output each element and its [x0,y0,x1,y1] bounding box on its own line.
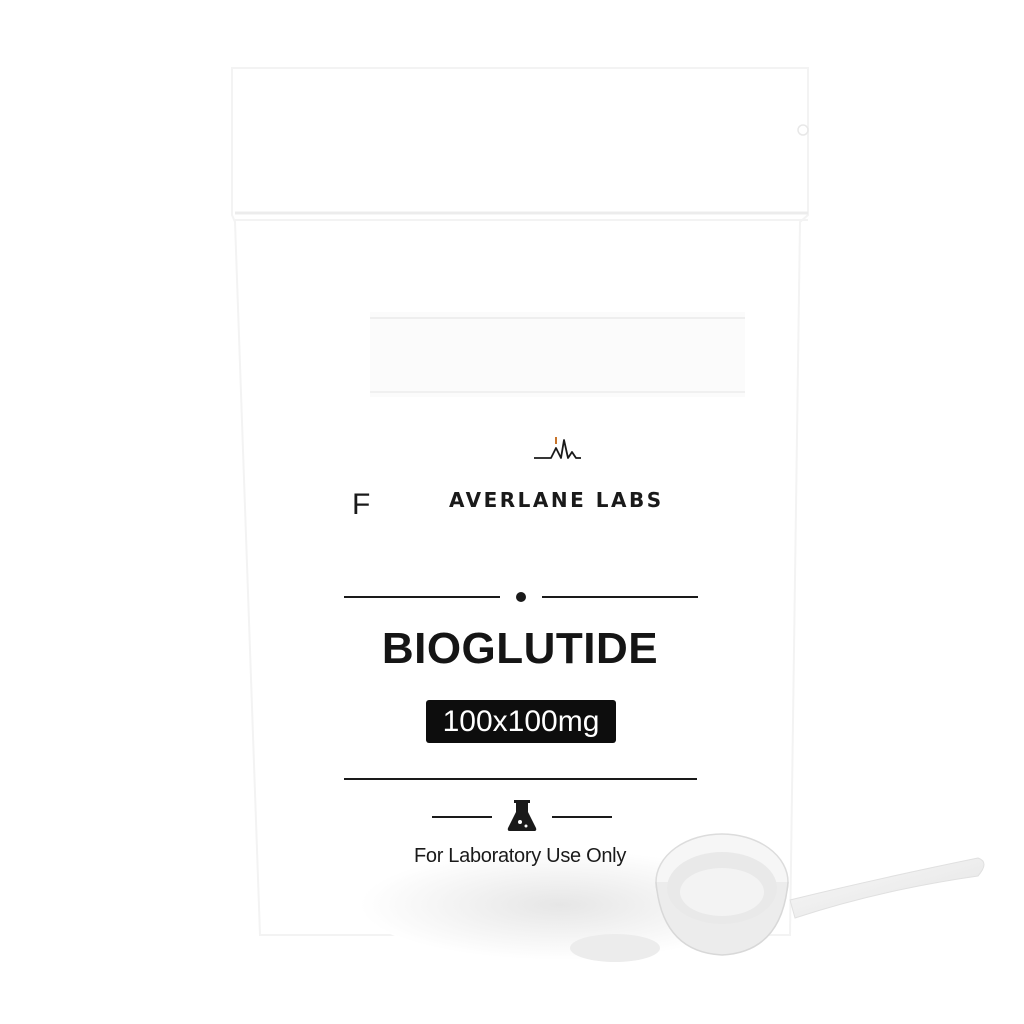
divider-with-dot [344,592,698,602]
pulse-waveform-icon [534,437,581,459]
pouch-outline [231,67,809,936]
product-name: BIOGLUTIDE [381,624,659,673]
brand-name: AVERLANE LABS [449,488,664,512]
flask-icon [507,800,537,831]
hang-hole [797,124,809,136]
scoop [655,833,985,956]
partial-letter: F [352,488,371,521]
dose-badge: 100x100mg [426,700,616,743]
label-ghost [370,312,745,397]
lab-use-disclaimer: For Laboratory Use Only [413,845,627,867]
powder-spill [570,934,660,962]
